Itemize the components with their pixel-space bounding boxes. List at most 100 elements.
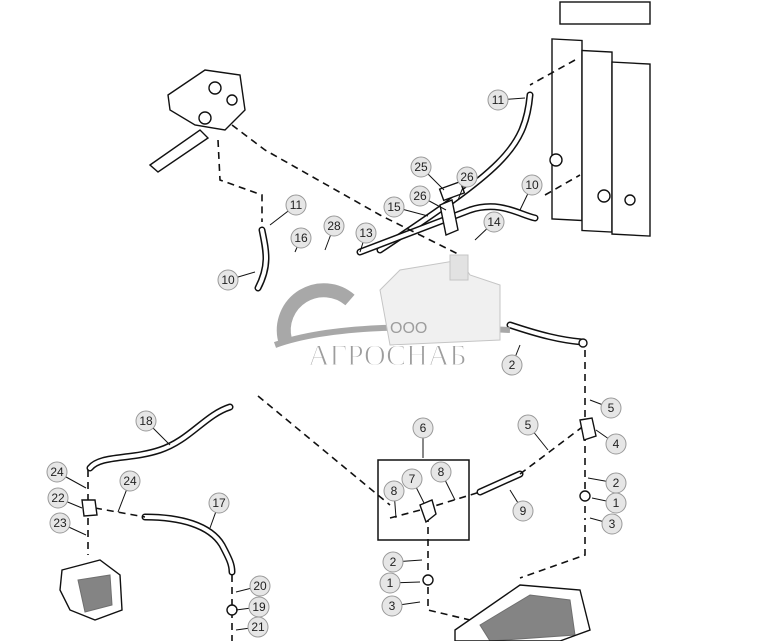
- callout-circle: [410, 156, 432, 178]
- callout-circle: [430, 461, 452, 483]
- callout-10: 10: [519, 174, 543, 211]
- callout-5: 5: [517, 414, 549, 451]
- callout-circle: [323, 215, 345, 237]
- control-valve: [148, 69, 246, 173]
- callout-label: 23: [53, 516, 67, 530]
- callout-20: 20: [235, 575, 271, 597]
- callout-label: 2: [390, 555, 397, 569]
- callout-label: 22: [51, 491, 65, 505]
- callout-label: 15: [387, 200, 401, 214]
- callout-label: 3: [609, 517, 616, 531]
- callout-11: 11: [487, 89, 526, 111]
- callout-label: 19: [252, 600, 266, 614]
- callout-label: 10: [221, 273, 235, 287]
- callout-circle: [401, 468, 423, 490]
- callout-label: 6: [420, 421, 427, 435]
- callout-label: 11: [492, 93, 505, 107]
- callout-4: 4: [595, 429, 627, 455]
- callout-circle: [249, 575, 271, 597]
- callout-label: 18: [139, 414, 153, 428]
- callout-circle: [600, 397, 622, 419]
- callout-label: 2: [613, 476, 620, 490]
- callout-circle: [382, 551, 404, 573]
- callout-circle: [379, 572, 401, 594]
- callout-label: 25: [414, 160, 428, 174]
- callout-16: 16: [290, 227, 312, 253]
- callout-label: 1: [613, 496, 620, 510]
- callout-label: 8: [391, 484, 398, 498]
- callout-28: 28: [323, 215, 345, 251]
- callout-24: 24: [117, 470, 141, 513]
- callout-circle: [605, 492, 627, 514]
- callout-circle: [501, 354, 523, 376]
- callout-2: 2: [382, 551, 423, 573]
- callout-label: 16: [294, 231, 308, 245]
- hydraulic-pump-center: [454, 584, 591, 641]
- callout-10: 10: [217, 269, 256, 291]
- callout-label: 8: [438, 465, 445, 479]
- callout-3: 3: [381, 595, 421, 617]
- callout-circle: [512, 500, 534, 522]
- callout-15: 15: [383, 196, 429, 218]
- callout-label: 9: [520, 504, 527, 518]
- callout-circle: [601, 513, 623, 535]
- callout-6: 6: [412, 417, 434, 458]
- callout-24: 24: [46, 461, 87, 489]
- callout-circle: [285, 194, 307, 216]
- callout-circle: [46, 461, 68, 483]
- callout-circle: [412, 417, 434, 439]
- callout-label: 4: [613, 437, 620, 451]
- callout-label: 7: [409, 472, 416, 486]
- callout-label: 20: [253, 579, 267, 593]
- callout-circle: [383, 196, 405, 218]
- callout-25: 25: [410, 156, 445, 191]
- callout-circle: [487, 89, 509, 111]
- callout-circle: [383, 480, 405, 502]
- callout-circle: [217, 269, 239, 291]
- callout-26: 26: [409, 185, 447, 211]
- callout-label: 21: [251, 620, 265, 634]
- callout-13: 13: [355, 222, 377, 253]
- callout-14: 14: [474, 211, 505, 241]
- callout-1: 1: [379, 572, 421, 594]
- callout-label: 17: [212, 496, 226, 510]
- radiator-cooler: [549, 1, 651, 237]
- callout-circle: [247, 616, 269, 638]
- callout-label: 26: [460, 170, 474, 184]
- callout-9: 9: [509, 489, 534, 522]
- callout-label: 3: [389, 599, 396, 613]
- callout-8: 8: [383, 480, 405, 519]
- callout-circle: [290, 227, 312, 249]
- callout-circle: [456, 166, 478, 188]
- callout-17: 17: [208, 492, 230, 529]
- callout-circle: [409, 185, 431, 207]
- callout-23: 23: [49, 512, 87, 536]
- callout-label: 10: [525, 178, 539, 192]
- callout-circle: [517, 414, 539, 436]
- callout-circle: [605, 433, 627, 455]
- callout-circle: [135, 410, 157, 432]
- callout-circle: [119, 470, 141, 492]
- detail-box: [377, 459, 470, 541]
- callout-label: 1: [387, 576, 394, 590]
- callout-circle: [483, 211, 505, 233]
- callout-circle: [49, 512, 71, 534]
- watermark-logo: ООО АГРОСНАБ: [273, 254, 511, 373]
- callout-1: 1: [591, 492, 627, 514]
- callout-label: 14: [487, 215, 501, 229]
- callout-label: 11: [290, 198, 303, 212]
- callout-label: 2: [509, 358, 516, 372]
- callout-26: 26: [456, 166, 478, 201]
- callout-21: 21: [235, 616, 269, 638]
- hydraulic-pump-left: [59, 559, 123, 621]
- callout-circle: [521, 174, 543, 196]
- callout-22: 22: [47, 487, 83, 509]
- callout-18: 18: [135, 410, 171, 446]
- callout-label: 5: [608, 401, 615, 415]
- callout-19: 19: [235, 596, 270, 618]
- callout-label: 13: [359, 226, 373, 240]
- callout-circle: [208, 492, 230, 514]
- watermark-name: АГРОСНАБ: [308, 339, 467, 372]
- callout-7: 7: [401, 468, 425, 504]
